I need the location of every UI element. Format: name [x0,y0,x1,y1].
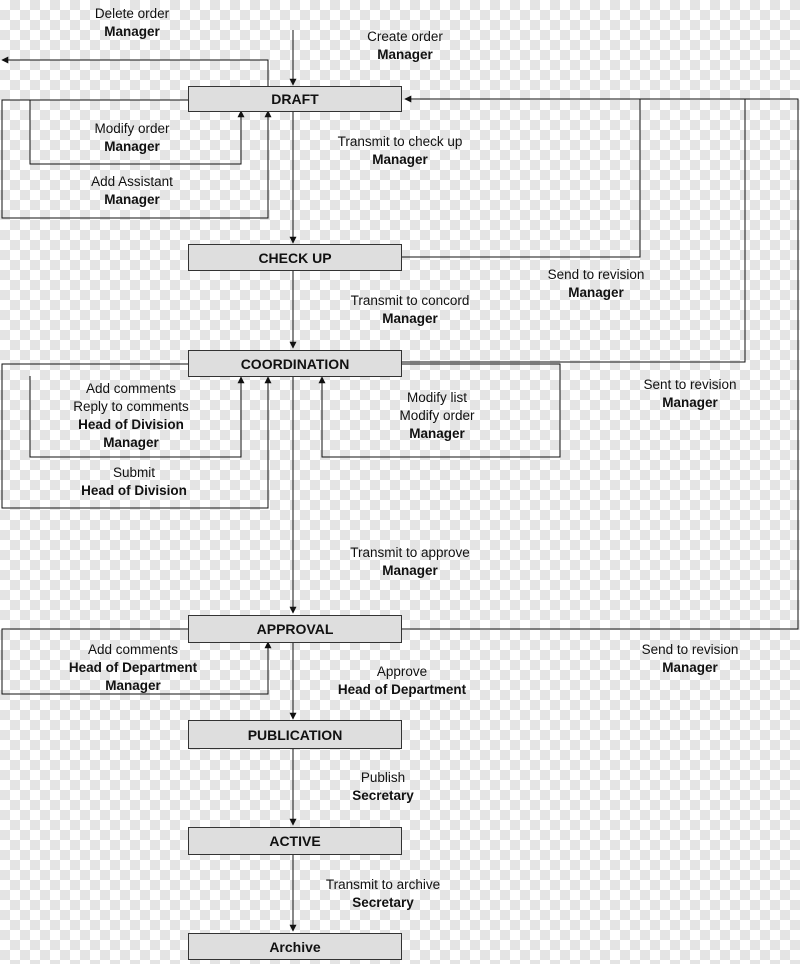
label-transmit-approve: Transmit to approve Manager [334,544,486,580]
action-text-2: Modify order [399,408,475,423]
role-text: Head of Division [78,417,184,432]
action-text: Add Assistant [91,174,173,189]
coordination-revision-line [402,99,746,363]
action-text: Transmit to check up [337,134,463,149]
role-text: Manager [104,24,160,39]
label-transmit-check-up: Transmit to check up Manager [320,133,480,169]
modify-list-loop [318,363,561,458]
role-text: Manager [372,152,428,167]
action-text: Add comments [85,381,177,396]
role-text-2: Manager [103,435,159,450]
add-assistant-loop [1,99,272,219]
label-transmit-concord: Transmit to concord Manager [334,292,486,328]
action-text: Send to revision [547,267,645,282]
action-text: Send to revision [641,642,739,657]
role-text: Manager [568,285,624,300]
state-active: ACTIVE [188,827,402,855]
checkup-revision-arrow [402,95,641,258]
label-modify-order: Modify order Manager [72,120,192,156]
role-text: Manager [377,47,433,62]
state-approval: APPROVAL [188,615,402,643]
label-approve: Approve Head of Department [322,663,482,699]
action-text: Transmit to approve [350,545,470,560]
role-text: Secretary [352,788,414,803]
action-text: Transmit to archive [325,877,441,892]
action-text: Submit [112,465,156,480]
submit-loop [1,363,272,509]
role-text: Head of Division [81,483,187,498]
division-comments-loop [29,376,245,458]
role-text: Manager [382,563,438,578]
role-text: Secretary [352,895,414,910]
role-text: Head of Department [337,682,467,697]
action-text: Modify list [406,390,467,405]
state-publication: PUBLICATION [188,720,402,749]
label-delete-order: Delete order Manager [72,5,192,41]
label-publish: Publish Secretary [333,769,433,805]
state-coordination: COORDINATION [188,350,402,377]
label-division-comments: Add comments Reply to comments Head of D… [56,380,206,452]
state-check-up: CHECK UP [188,244,402,271]
action-text: Create order [367,29,443,44]
action-text: Approve [376,664,428,679]
action-text: Sent to revision [643,377,737,392]
action-text: Transmit to concord [350,293,470,308]
department-comments-loop [1,628,272,695]
role-text: Manager [104,139,160,154]
action-text: Add comments [87,642,179,657]
role-text: Head of Department [68,660,198,675]
action-text: Modify order [94,121,170,136]
delete-order-arrow [1,56,269,86]
label-department-comments: Add comments Head of Department Manager [55,641,211,695]
state-archive: Archive [188,933,402,960]
modify-order-loop [29,100,245,165]
label-submit: Submit Head of Division [64,464,204,500]
action-text-2: Reply to comments [73,399,189,414]
role-text: Manager [409,426,465,441]
role-text: Manager [382,311,438,326]
approval-revision-line [402,98,799,630]
label-create-order: Create order Manager [345,28,465,64]
label-send-to-revision-checkup: Send to revision Manager [526,266,666,302]
label-send-to-revision-approval: Send to revision Manager [620,641,760,677]
label-transmit-archive: Transmit to archive Secretary [308,876,458,912]
action-text: Delete order [94,6,170,21]
role-text: Manager [104,192,160,207]
role-text: Manager [662,660,718,675]
label-sent-to-revision: Sent to revision Manager [620,376,760,412]
label-modify-list: Modify list Modify order Manager [377,389,497,443]
action-text: Publish [360,770,406,785]
role-text: Manager [662,395,718,410]
state-draft: DRAFT [188,86,402,112]
label-add-assistant: Add Assistant Manager [72,173,192,209]
role-text-2: Manager [105,678,161,693]
